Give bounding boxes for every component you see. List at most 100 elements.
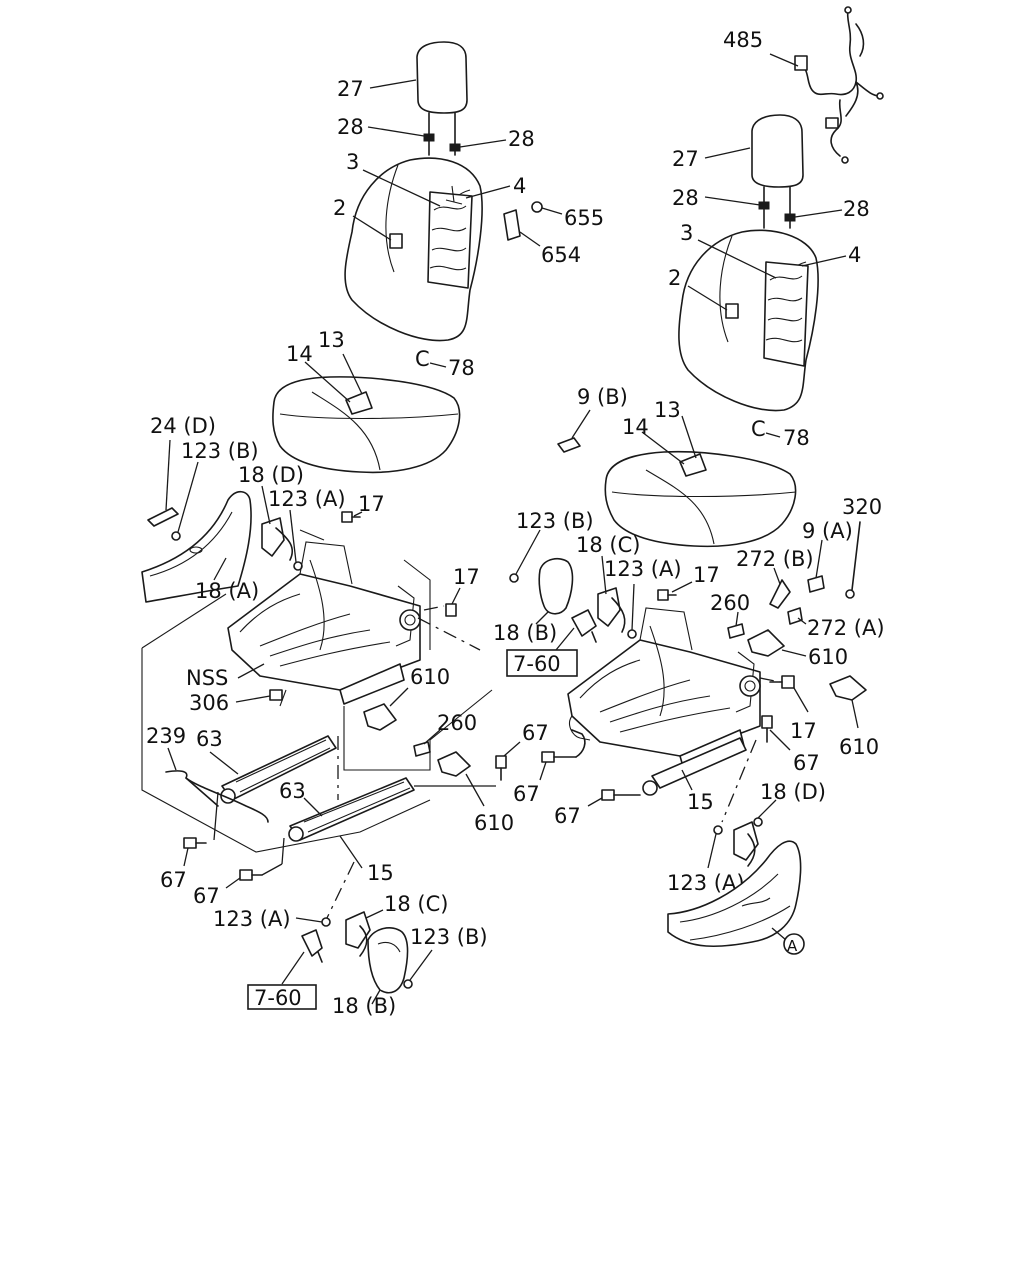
rod-320 [845,521,861,599]
label-7-60-left: 7-60 [254,986,302,1010]
label-14-right: 14 [622,415,649,439]
label-27-right: 27 [672,147,699,171]
label-67-right-a: 67 [793,751,820,775]
label-63-left-lower: 63 [279,779,306,803]
label-306: 306 [189,691,229,715]
cover-24d [147,439,179,527]
label-123b-right: 123 (B) [516,509,594,533]
label-18b-left: 18 (B) [332,994,396,1018]
label-4-right: 4 [848,243,861,267]
bracket-18c-left [345,909,384,957]
label-13-left: 13 [318,328,345,352]
label-17-left-b: 17 [453,565,480,589]
label-123a-left-bottom: 123 (A) [213,907,291,931]
bracket-18c-right [597,555,637,639]
label-67-left-c: 67 [193,884,220,908]
label-9b: 9 (B) [577,385,628,409]
label-655: 655 [564,206,604,230]
label-27-left: 27 [337,77,364,101]
label-78-left: 78 [448,356,475,380]
bolt-17-left-a [341,511,363,523]
label-18c-left: 18 (C) [384,892,448,916]
label-28-left-a: 28 [337,115,364,139]
label-239: 239 [146,724,186,748]
clip-9b [557,409,591,453]
side-cover-18b-right [535,557,574,625]
label-28-right-b: 28 [843,197,870,221]
bracket-18d-right [733,799,777,867]
bolt-17-left-b [445,587,461,617]
part-655-654 [503,201,563,247]
label-485: 485 [723,28,763,52]
label-272b: 272 (B) [736,547,814,571]
label-17-left-a: 17 [358,492,385,516]
label-28-right-a: 28 [672,186,699,210]
clip-260-right [727,611,745,639]
label-15-left: 15 [367,861,394,885]
label-c-78-right: C [751,417,766,441]
label-260-right: 260 [710,591,750,615]
clip-9a [807,539,825,593]
label-17-right-b: 17 [790,719,817,743]
clip-272a [787,607,807,625]
bolt-67-right-b [539,729,586,781]
label-67-right-b: 67 [513,782,540,806]
side-cover-18b-left [367,927,409,1005]
label-2-left: 2 [333,196,346,220]
label-18c-right: 18 (C) [576,533,640,557]
bolt-67-left-c [225,837,285,889]
label-18a: 18 (A) [195,579,259,603]
label-67-right-c: 67 [554,804,581,828]
label-3-left: 3 [346,150,359,174]
label-c-78-left: C [415,347,430,371]
handle-right [555,609,597,651]
wire-harness-485 [769,6,884,164]
label-67-left-a: 67 [522,721,549,745]
cover-272b [769,567,791,609]
label-610-right-side: 610 [839,735,879,759]
label-9a: 9 (A) [802,519,853,543]
label-a-callout: A [787,937,798,955]
label-610-left-lower: 610 [474,811,514,835]
cover-610-left-upper [363,687,409,731]
rail-63-left-lower [288,736,496,842]
label-13-right: 13 [654,398,681,422]
label-63-left-upper: 63 [196,727,223,751]
label-17-right-a: 17 [693,563,720,587]
label-123b-left-bottom: 123 (B) [410,925,488,949]
rail-63-left-upper [209,735,337,804]
label-15-right: 15 [687,790,714,814]
headrest-left [367,41,507,156]
bolt-17-right-b [769,675,809,713]
bracket-18d-left [261,485,303,571]
seat-cushion-right [604,415,797,548]
label-260-left: 260 [437,711,477,735]
screw-123b-right [509,529,541,583]
screw-123b-left-top [171,461,199,541]
screw-123b-left-bottom [403,949,433,989]
label-610-left-upper: 610 [410,665,450,689]
label-78-right: 78 [783,426,810,450]
bolt-67-left-a [495,741,521,781]
seat-cushion-left [272,353,461,474]
seat-back-right [678,229,847,412]
screw-123a-right-bottom [707,825,723,869]
label-28-left-b: 28 [508,127,535,151]
label-24d: 24 (D) [150,414,216,438]
clip-260-left [413,729,441,757]
label-18b-right: 18 (B) [493,621,557,645]
cover-610-right-upper [747,629,807,657]
bolt-67-right-c [587,789,641,807]
handle-left [281,929,323,985]
label-123b-left-top: 123 (B) [181,439,259,463]
bolt-67-right-a [761,715,791,751]
label-123a-left-top: 123 (A) [268,487,346,511]
label-2-right: 2 [668,266,681,290]
nut-306 [235,689,283,703]
label-272a: 272 (A) [807,616,885,640]
label-610-right-upper: 610 [808,645,848,669]
seat-frame-right [567,607,781,823]
headrest-right [704,114,843,229]
label-320: 320 [842,495,882,519]
